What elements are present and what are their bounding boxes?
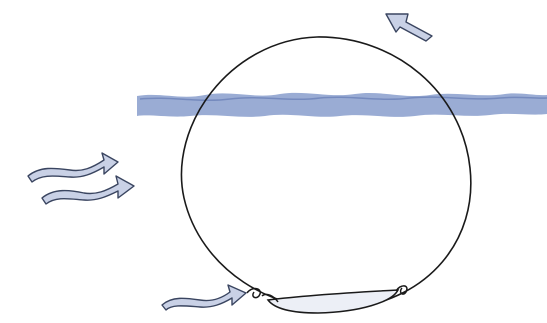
circle-outline: [181, 37, 470, 309]
wavy-arrow-left-upper: [28, 153, 118, 182]
wavy-arrow-bottom: [162, 285, 246, 310]
wavy-arrow-left-lower: [42, 176, 134, 204]
arrow-up-left-top: [386, 14, 432, 41]
bottom-lens-shape: [268, 290, 398, 313]
